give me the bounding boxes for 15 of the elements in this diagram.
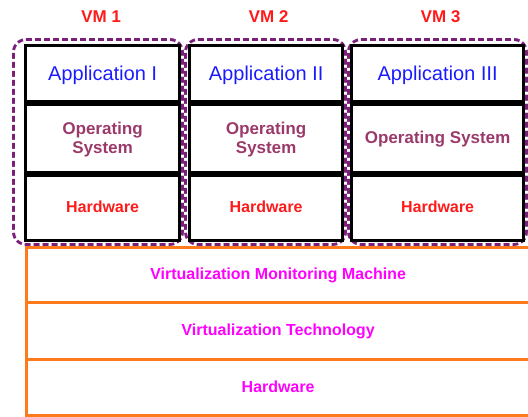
hardware-layer: Hardware <box>24 174 181 242</box>
os-layer: Operating System <box>24 103 181 174</box>
application-layer: Application II <box>188 44 344 103</box>
os-layer: Operating System <box>188 103 344 174</box>
vm-heading: VM 3 <box>420 7 462 27</box>
platform-layer: Hardware <box>25 361 528 417</box>
application-layer: Application I <box>24 44 181 103</box>
vm-heading: VM 2 <box>248 7 290 27</box>
platform-layer: Virtualization Monitoring Machine <box>25 246 528 304</box>
platform-layer: Virtualization Technology <box>25 304 528 361</box>
os-layer: Operating System <box>350 103 525 174</box>
hardware-layer: Hardware <box>188 174 344 242</box>
hardware-layer: Hardware <box>350 174 525 242</box>
vm-heading: VM 1 <box>80 7 122 27</box>
application-layer: Application III <box>350 44 525 103</box>
